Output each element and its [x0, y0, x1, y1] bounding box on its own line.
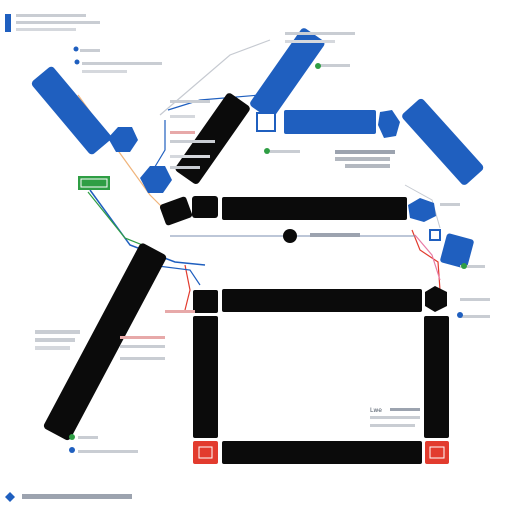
blue-bar-top-center: [250, 28, 325, 119]
red-node-inner-right: [429, 446, 445, 459]
label-group-center: [170, 100, 215, 169]
blue-bar-top-left: [31, 66, 112, 155]
label-group-horizontal: [310, 233, 360, 237]
marker-green-right: [461, 263, 467, 269]
marker-blue-top2: [74, 59, 80, 65]
black-node-upper-mid: [192, 196, 218, 218]
label-group-top-left: [80, 49, 162, 73]
marker-blue-right: [457, 312, 463, 318]
green-indicator-inner: [80, 178, 108, 188]
black-bar-horizontal-mid: [222, 289, 422, 312]
blue-node-left: [108, 127, 138, 152]
black-bar-horizontal-top: [222, 197, 407, 220]
label-group-top-mid: [285, 32, 355, 67]
black-bar-diagonal-upper: [175, 93, 250, 184]
blue-square-right: [440, 233, 474, 269]
note-line-1: Lwe: [370, 407, 382, 414]
label-group-right: [460, 265, 490, 318]
marker-blue-left: [69, 447, 75, 453]
black-node-mid-right: [425, 286, 447, 312]
black-bar-vertical-right: [424, 316, 449, 438]
header-marker: [5, 14, 11, 32]
black-bar-horizontal-bottom: [222, 441, 422, 464]
header-line-2: [16, 21, 100, 24]
legend-diamond-icon: [5, 492, 15, 502]
label-group-right-mid: [270, 150, 460, 206]
connector-pink-right: [414, 234, 441, 281]
blue-node-valve: [140, 166, 172, 193]
marker-green-center: [264, 148, 270, 154]
label-group-bottom-left: [78, 436, 138, 453]
blue-bar-right-diagonal: [402, 98, 484, 185]
connector-red-mid: [184, 264, 191, 311]
blue-node-outline-small: [429, 229, 441, 241]
header-line-3: [16, 28, 76, 31]
red-node-bottom-right: [425, 441, 449, 464]
black-bar-vertical-left: [193, 316, 218, 438]
blue-bar-horizontal: [284, 110, 376, 134]
blue-node-top-right: [378, 110, 400, 138]
junction-dot: [283, 229, 297, 243]
black-node-upper-left: [159, 196, 193, 226]
note-bar-1: [390, 408, 420, 411]
connector-blue-bottom: [149, 264, 201, 286]
black-bar-diagonal-left: [43, 243, 167, 441]
note-bar-2: [370, 416, 420, 419]
black-node-mid-left: [193, 290, 218, 313]
blue-node-outline: [256, 112, 276, 132]
header-line-1: [16, 14, 86, 17]
marker-blue-top: [73, 46, 79, 52]
red-node-inner-left: [198, 446, 213, 459]
legend-bar: [22, 494, 132, 499]
note-bar-3: [370, 424, 415, 427]
red-node-bottom-left: [193, 441, 218, 464]
connector-gray-right: [404, 184, 441, 229]
marker-green-left: [69, 434, 75, 440]
green-indicator: [78, 176, 110, 190]
blue-node-right: [408, 198, 436, 222]
label-group-left: [35, 310, 195, 360]
marker-green-top: [315, 63, 321, 69]
connector-gray-top: [159, 39, 271, 116]
